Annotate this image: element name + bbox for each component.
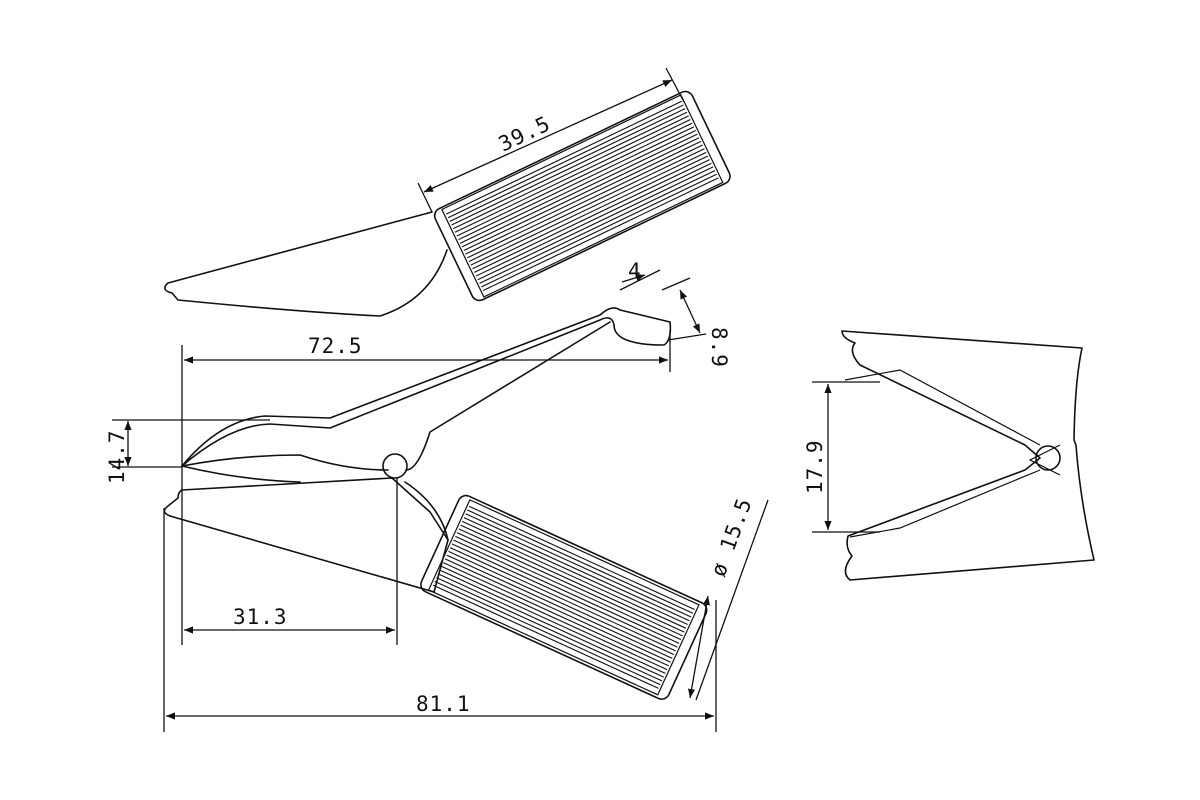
- knurl-rib: [443, 562, 670, 667]
- dim-label-pivot-distance: 31.3: [233, 605, 288, 629]
- dimension-overall-closed-length: 72.5: [181, 330, 671, 470]
- dim-label-tip-width: 4: [628, 259, 642, 283]
- knurl-rib: [479, 170, 716, 284]
- dimension-tip-height: 8.9: [661, 277, 731, 368]
- knurl-rib: [432, 584, 659, 689]
- knurl-rib: [456, 122, 693, 237]
- knurl-rib: [436, 577, 663, 682]
- dimension-grip-diameter: ø 15.5: [688, 495, 769, 701]
- dimension-overall-length: 81.1: [163, 508, 717, 732]
- knurl-rib: [453, 539, 680, 644]
- knurl-rib: [468, 505, 695, 611]
- knurl-rib: [444, 558, 671, 663]
- side-view: [841, 330, 1095, 581]
- knurl-rib: [465, 513, 692, 618]
- dim-label-tip-height: 8.9: [707, 327, 731, 368]
- knurl-rib: [477, 166, 714, 281]
- knurl-rib: [481, 173, 717, 288]
- knurl-rib: [447, 104, 684, 219]
- knurl-rib: [467, 509, 694, 614]
- knurl-rib: [437, 573, 664, 678]
- lower-grip-sleeve: [420, 494, 708, 700]
- knurl-rib: [451, 543, 678, 648]
- dimension-jaw-opening: 17.9: [803, 381, 880, 533]
- knurl-rib: [446, 100, 682, 215]
- knurl-rib: [455, 535, 682, 641]
- knurl-rib: [472, 155, 709, 270]
- knurl-rib: [460, 524, 687, 629]
- knurl-rib: [475, 162, 712, 277]
- dim-label-grip-diameter: ø 15.5: [706, 495, 757, 580]
- dim-label-jaw-opening: 17.9: [803, 439, 827, 494]
- lower-jaw: [163, 477, 449, 593]
- knurl-rib: [463, 517, 690, 622]
- dim-label-overall-closed-length: 72.5: [308, 334, 363, 358]
- dim-label-grip-length: 39.5: [495, 111, 555, 156]
- knurl-rib: [448, 550, 675, 656]
- knurl-rib: [441, 565, 668, 671]
- knurl-rib: [461, 133, 698, 248]
- dim-label-overall-length: 81.1: [416, 692, 471, 716]
- knurl-rib: [453, 115, 689, 230]
- knurl-rib: [449, 547, 676, 652]
- knurl-rib: [434, 580, 661, 686]
- knurl-rib: [467, 144, 703, 259]
- knurl-rib: [465, 140, 702, 255]
- knurl-rib: [456, 532, 683, 637]
- pivot-pin: [382, 453, 408, 479]
- knurl-rib: [460, 129, 696, 244]
- dim-label-jaw-height: 14.7: [105, 429, 129, 484]
- knurl-rib: [482, 177, 719, 292]
- knurl-rib: [439, 569, 666, 674]
- lower-lever-arm: [181, 307, 672, 483]
- knurl-rib: [463, 137, 700, 252]
- knurl-rib: [462, 520, 688, 626]
- knurl-rib: [451, 111, 688, 226]
- dimension-pivot-distance: 31.3: [181, 470, 398, 645]
- knurl-rib: [446, 554, 673, 659]
- dimension-jaw-height: 14.7: [105, 419, 270, 484]
- knurl-rib: [458, 528, 685, 633]
- knurl-rib: [468, 148, 705, 262]
- upper-jaw: [164, 211, 448, 317]
- dimension-tip-width: 4: [619, 259, 661, 291]
